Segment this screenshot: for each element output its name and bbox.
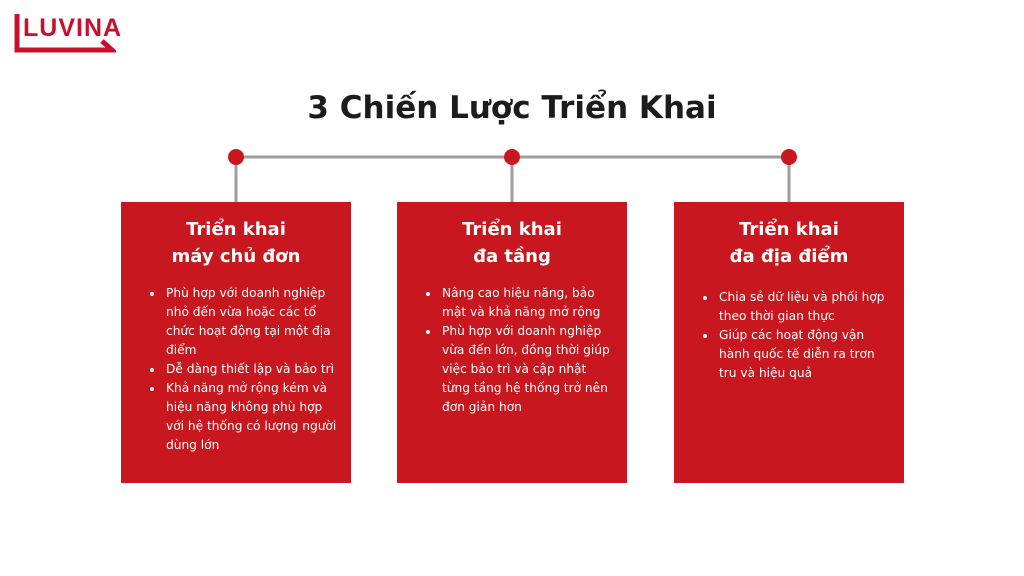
connector-dot-3 [781, 149, 797, 165]
timeline-connector [228, 149, 797, 202]
strategy-card-multi-tier: Triển khai đa tầng Nâng cao hiệu năng, b… [397, 202, 627, 483]
page-title: 3 Chiến Lược Triển Khai [307, 90, 717, 126]
strategy-card-single-server: Triển khai máy chủ đơn Phù hợp với doanh… [121, 202, 351, 483]
card-title-line1: Triển khai [739, 219, 839, 240]
luvina-logo: LUVINA [14, 12, 121, 54]
card-title-line1: Triển khai [186, 219, 286, 240]
bullet-item: Giúp các hoạt động vận hành quốc tế diễn… [703, 326, 890, 383]
bullet-item: Chia sẻ dữ liệu và phối hợp theo thời gi… [703, 288, 890, 326]
card-bullet-list: Phù hợp với doanh nghiệp nhỏ đến vừa hoặ… [150, 284, 337, 455]
card-title: Triển khai đa địa điểm [674, 216, 904, 270]
card-title-line2: đa địa điểm [729, 246, 849, 267]
bullet-item: Phù hợp với doanh nghiệp vừa đến lớn, đồ… [426, 322, 613, 417]
card-title-line1: Triển khai [462, 219, 562, 240]
card-title-line2: đa tầng [473, 246, 551, 267]
bullet-item: Dễ dàng thiết lập và bảo trì [150, 360, 337, 379]
card-title: Triển khai máy chủ đơn [121, 216, 351, 270]
card-bullet-list: Chia sẻ dữ liệu và phối hợp theo thời gi… [703, 288, 890, 383]
connector-dot-1 [228, 149, 244, 165]
bullet-item: Khả năng mở rộng kém và hiệu năng không … [150, 379, 337, 455]
card-title-line2: máy chủ đơn [171, 246, 301, 267]
card-bullet-list: Nâng cao hiệu năng, bảo mật và khả năng … [426, 284, 613, 417]
bullet-item: Nâng cao hiệu năng, bảo mật và khả năng … [426, 284, 613, 322]
logo-bracket-icon [14, 14, 116, 53]
bullet-item: Phù hợp với doanh nghiệp nhỏ đến vừa hoặ… [150, 284, 337, 360]
logo-text: LUVINA [23, 14, 123, 42]
strategy-card-multi-site: Triển khai đa địa điểm Chia sẻ dữ liệu v… [674, 202, 904, 483]
connector-dot-2 [504, 149, 520, 165]
card-title: Triển khai đa tầng [397, 216, 627, 270]
